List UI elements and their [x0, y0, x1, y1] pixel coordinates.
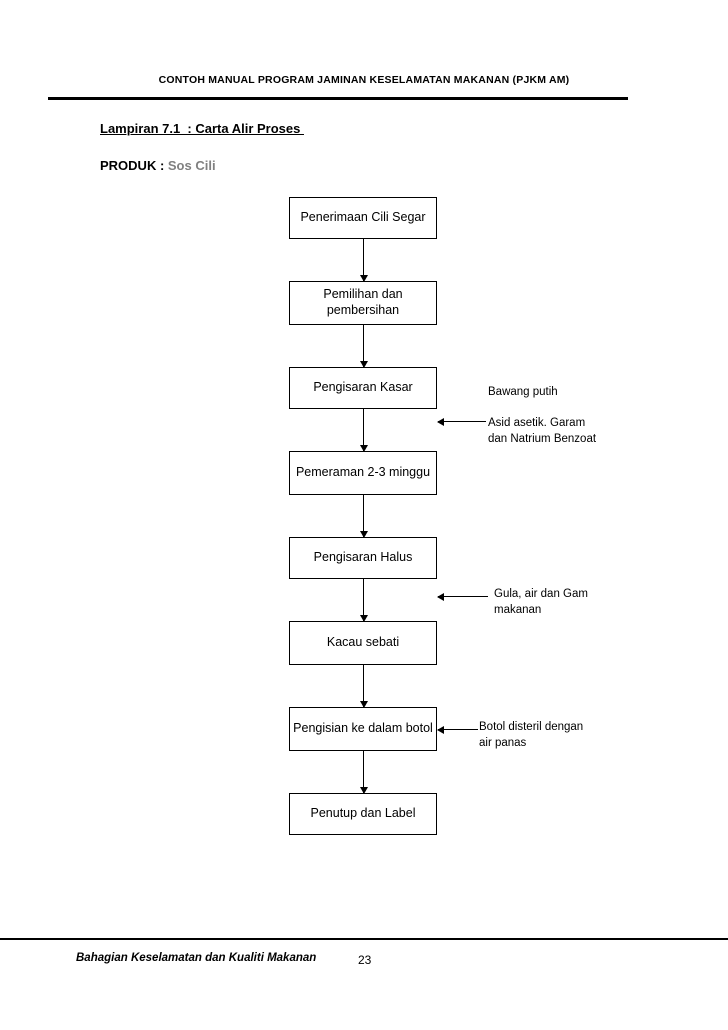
annotation-asid-asetik: Asid asetik. Garam dan Natrium Benzoat	[488, 417, 597, 445]
flow-node-pengisaran-kasar[interactable]: Pengisaran Kasar	[289, 367, 437, 409]
flow-connector-1-2	[359, 239, 368, 282]
flow-annotation-connector-3	[437, 592, 488, 601]
document-header-title: CONTOH MANUAL PROGRAM JAMINAN KESELAMATA…	[158, 74, 570, 86]
header-rule	[48, 97, 628, 100]
flow-node-pemilihan-dan-pembersihan[interactable]: Pemilihan dan pembersihan	[289, 281, 437, 325]
flow-annotation-connector-4	[437, 725, 478, 734]
flow-connector-3-4	[359, 409, 368, 452]
section-title: Lampiran 7.1 : Carta Alir Proses	[100, 121, 304, 136]
footer-text: Bahagian Keselamatan dan Kualiti Makanan	[76, 952, 317, 964]
product-label: PRODUK :	[100, 158, 168, 173]
footer-rule	[0, 938, 728, 940]
annotation-botol-disteril: Botol disteril dengan air panas	[479, 721, 584, 749]
flow-node-kacau-sebati[interactable]: Kacau sebati	[289, 621, 437, 665]
product-value: Sos Cili	[167, 158, 216, 173]
flow-node-pemeraman[interactable]: Pemeraman 2-3 minggu	[289, 451, 437, 495]
flow-connector-7-8	[359, 751, 368, 794]
flow-node-penerimaan-cili-segar[interactable]: Penerimaan Cili Segar	[289, 197, 437, 239]
annotation-bawang-putih: Bawang putih	[488, 386, 558, 398]
flow-annotation-connector-2	[437, 417, 486, 426]
flow-connector-5-6	[359, 579, 368, 622]
flow-connector-4-5	[359, 495, 368, 538]
flow-connector-2-3	[359, 325, 368, 368]
product-line: PRODUK : Sos Cili	[100, 158, 216, 173]
page-number: 23	[358, 953, 372, 967]
flow-node-pengisian-ke-dalam-botol[interactable]: Pengisian ke dalam botol	[289, 707, 437, 751]
flow-node-pengisaran-halus[interactable]: Pengisaran Halus	[289, 537, 437, 579]
flow-connector-6-7	[359, 665, 368, 708]
annotation-gula-air-gam: Gula, air dan Gam makanan	[494, 588, 588, 616]
flow-node-penutup-dan-label[interactable]: Penutup dan Label	[289, 793, 437, 835]
